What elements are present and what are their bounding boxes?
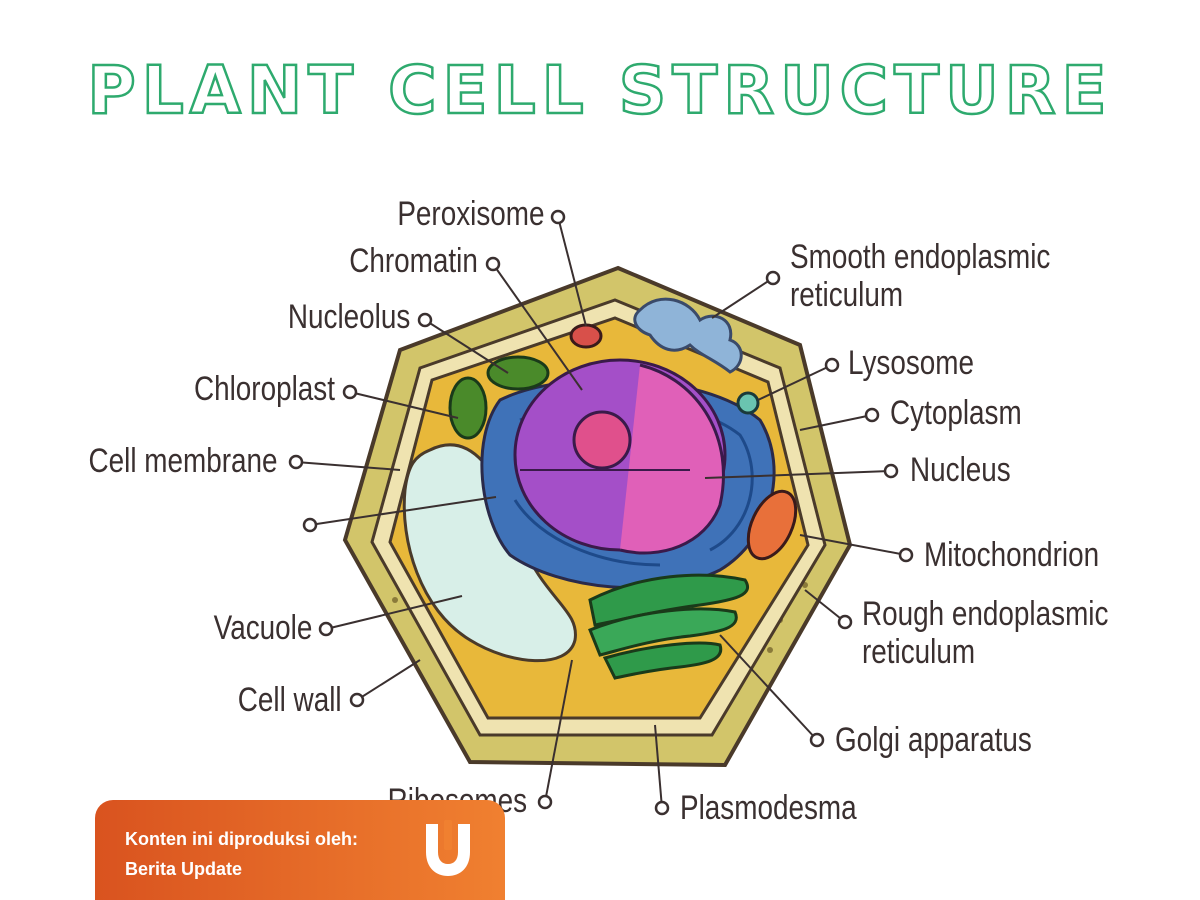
golgi-shape bbox=[588, 573, 749, 680]
label-chromatin: Chromatin bbox=[349, 242, 478, 280]
label-nucleus: Nucleus bbox=[910, 451, 1011, 489]
label-nucleolus: Nucleolus bbox=[287, 298, 410, 336]
chloroplast-shape-2 bbox=[486, 355, 550, 391]
mitochondrion-shape bbox=[746, 489, 798, 561]
label-chloroplast: Chloroplast bbox=[193, 370, 335, 408]
peroxisome-shape bbox=[569, 323, 603, 349]
nucleolus-shape bbox=[572, 410, 632, 470]
badge-line2: Berita Update bbox=[125, 859, 243, 879]
label-vacuole: Vacuole bbox=[213, 609, 312, 647]
label-cytoplasm: Cytoplasm bbox=[890, 394, 1022, 432]
label-smooth-er-line1: Smooth endoplasmic bbox=[790, 238, 1051, 276]
label-smooth-er-line2: reticulum bbox=[790, 276, 904, 314]
badge-text: Konten ini diproduksi oleh: Berita Updat… bbox=[125, 824, 358, 884]
chloroplast-shape bbox=[448, 376, 488, 440]
label-mitochondrion: Mitochondrion bbox=[924, 536, 1100, 574]
label-cell-wall: Cell wall bbox=[238, 681, 342, 719]
label-rough-er-line2: reticulum bbox=[862, 633, 976, 671]
label-rough-er-line1: Rough endoplasmic bbox=[862, 595, 1109, 633]
label-plasmodesma: Plasmodesma bbox=[680, 789, 857, 827]
label-peroxisome: Peroxisome bbox=[397, 195, 545, 233]
kumparan-logo-icon bbox=[426, 820, 470, 876]
diagram-title: PLANT CELL STRUCTURE bbox=[86, 51, 1113, 131]
publisher-badge[interactable]: Konten ini diproduksi oleh: Berita Updat… bbox=[95, 800, 505, 900]
label-lysosome: Lysosome bbox=[848, 344, 975, 382]
label-cell-membrane: Cell membrane bbox=[88, 442, 278, 480]
lysosome-shape bbox=[736, 391, 760, 415]
label-golgi-apparatus: Golgi apparatus bbox=[835, 721, 1032, 759]
badge-line1: Konten ini diproduksi oleh: bbox=[125, 829, 358, 849]
